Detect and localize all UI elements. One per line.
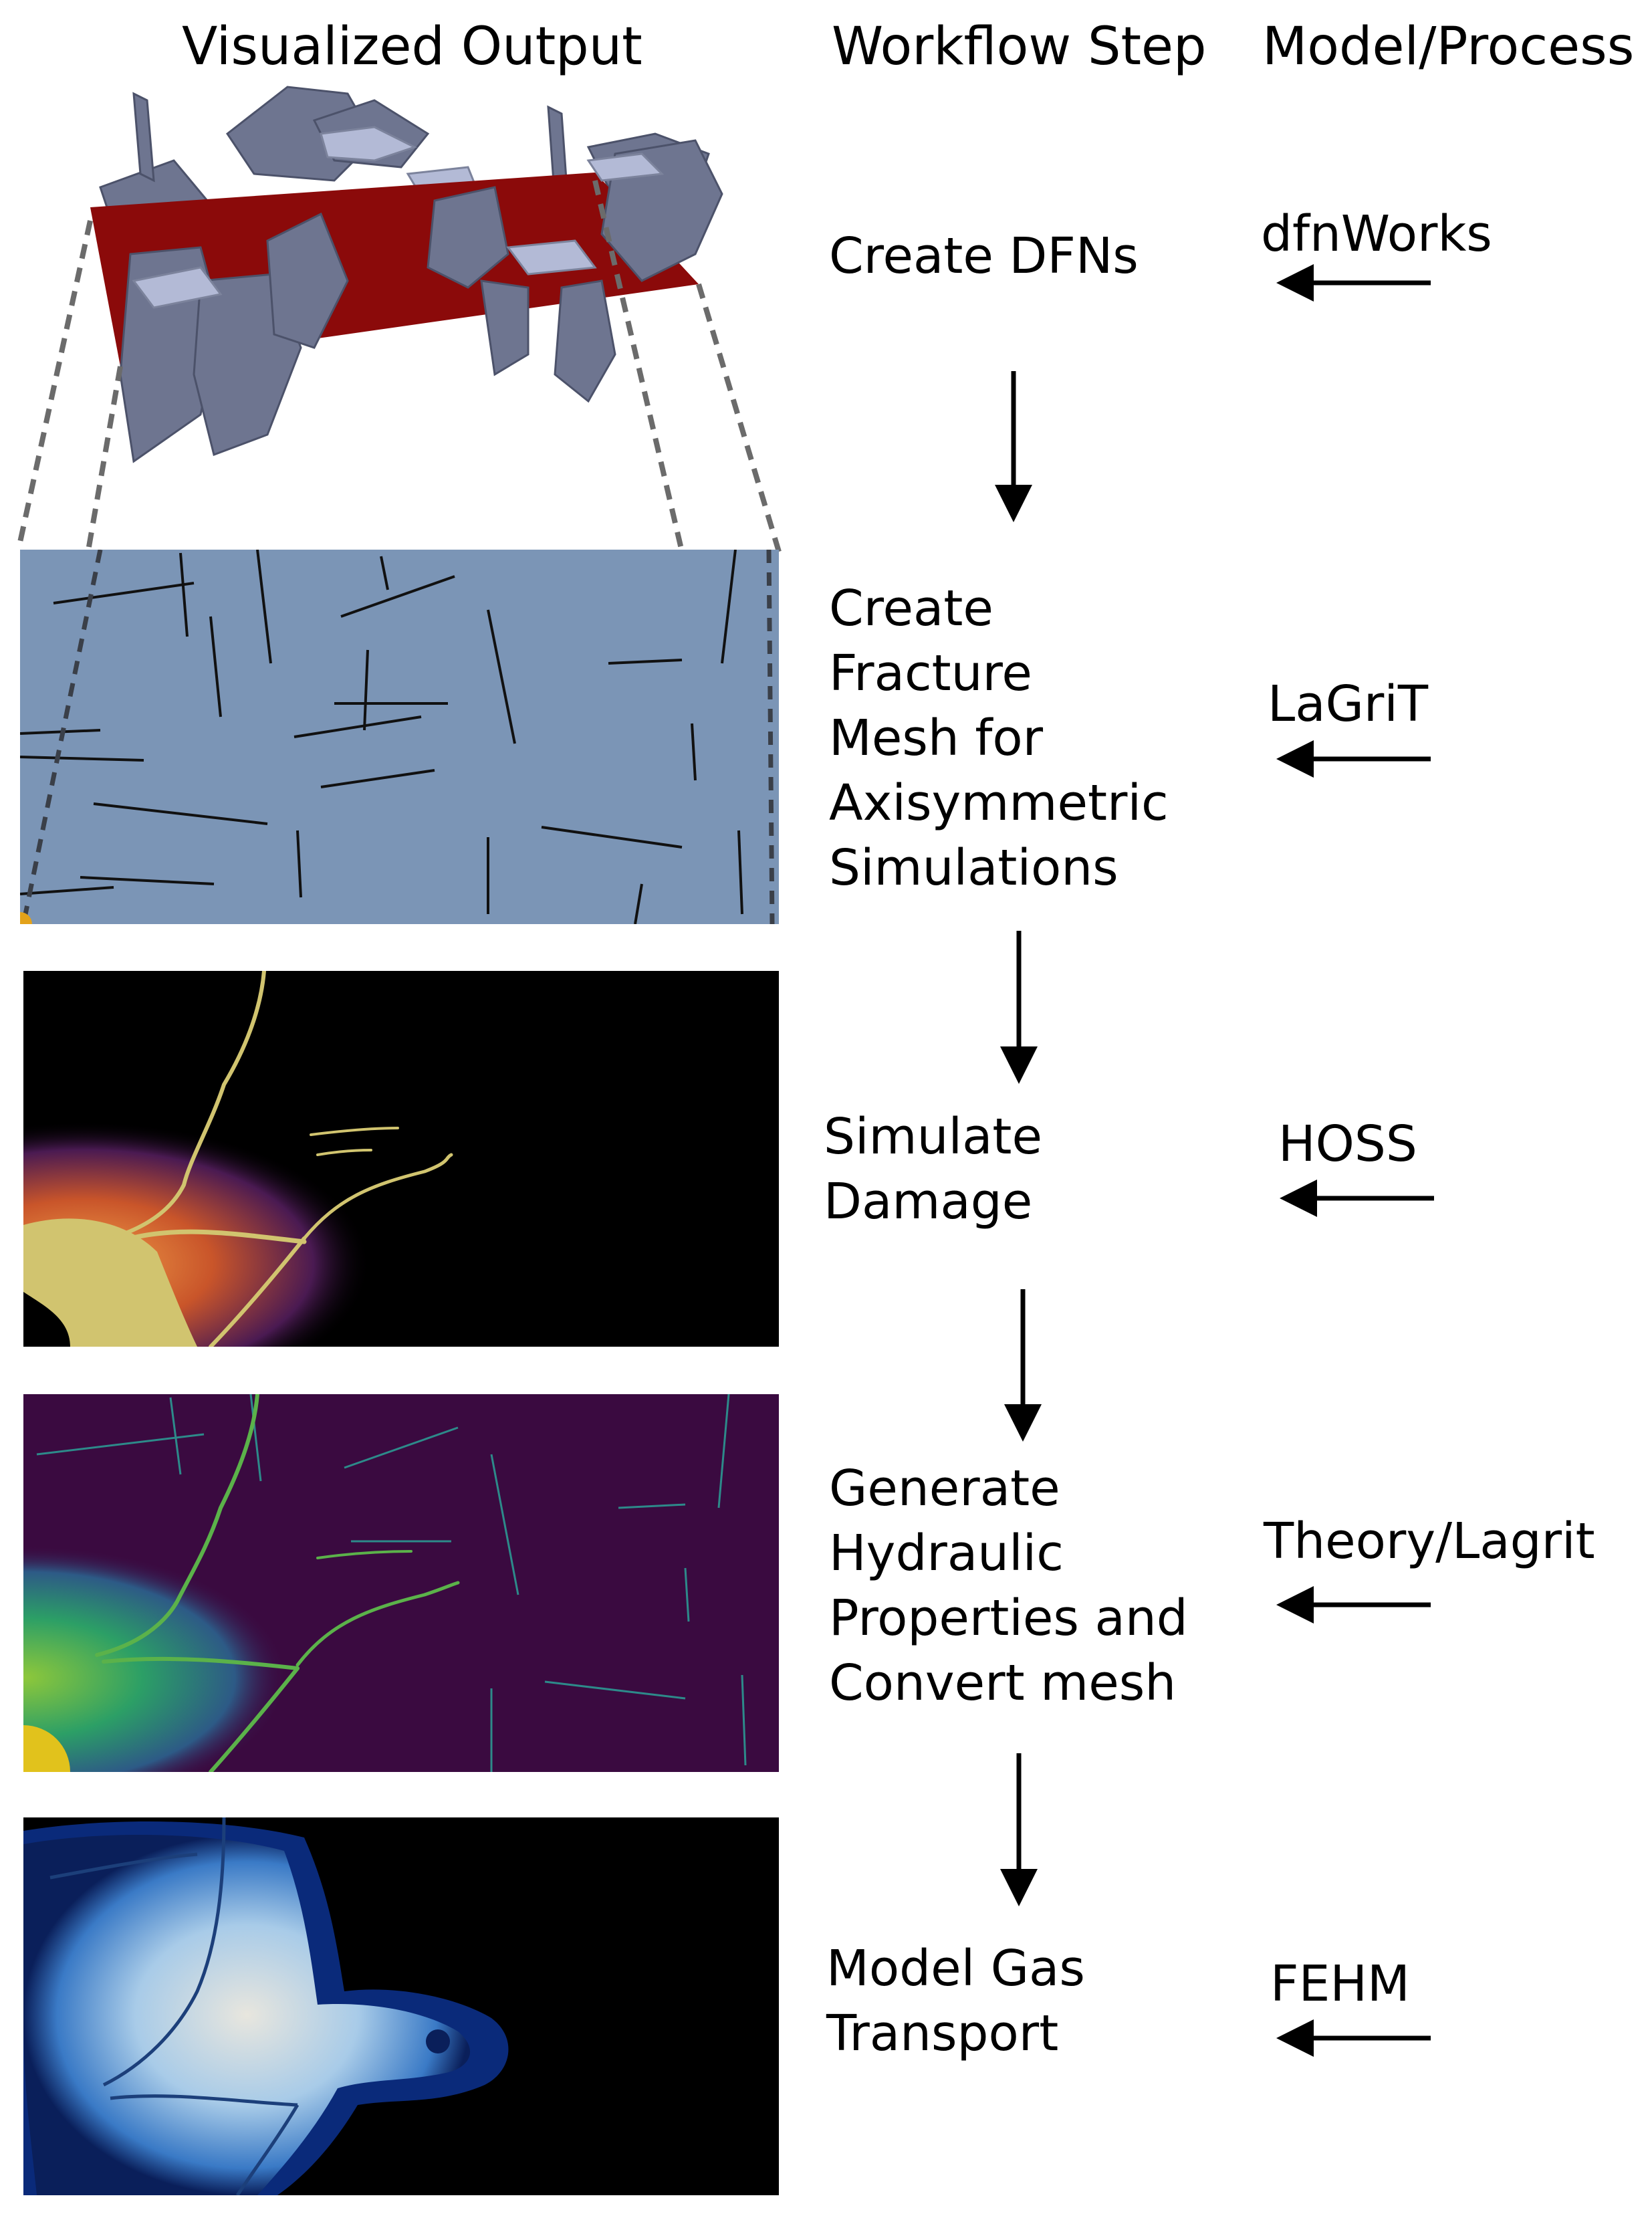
hydraulic-panel (23, 1394, 779, 1772)
tool-lagrit: LaGriT (1268, 675, 1429, 733)
zoom-guides-mesh (21, 550, 775, 924)
step-model-gas-transport: Model Gas Transport (826, 1940, 1085, 2062)
step-create-fracture-mesh: Create Fracture Mesh for Axisymmetric Si… (829, 580, 1169, 897)
tool-hoss: HOSS (1278, 1115, 1417, 1173)
mesh-fractures (20, 550, 743, 924)
step-create-dfns: Create DFNs (829, 227, 1139, 285)
hydraulic-fractures (36, 1394, 747, 1772)
zoom-guides (16, 180, 782, 555)
tool-theory-lagrit: Theory/Lagrit (1264, 1513, 1595, 1570)
tool-fehm: FEHM (1270, 1955, 1410, 2013)
gas-plume (23, 1835, 471, 2195)
header-visualized-output: Visualized Output (182, 17, 642, 77)
hydraulic-cracks (95, 1394, 460, 1772)
fracture-mesh-panel (20, 550, 779, 924)
damage-cracks (108, 971, 453, 1347)
tool-dfnworks: dfnWorks (1261, 205, 1492, 263)
gas-transport-panel (23, 1817, 779, 2195)
header-workflow-step: Workflow Step (832, 17, 1207, 77)
step-generate-hydraulic-properties: Generate Hydraulic Properties and Conver… (829, 1460, 1188, 1712)
step-simulate-damage: Simulate Damage (824, 1108, 1042, 1230)
dfn-fractures-front (119, 139, 723, 463)
dfn-3d-panel (16, 86, 782, 555)
dfn-fractures-front-light (132, 152, 665, 309)
damage-zone (23, 1218, 197, 1347)
gas-fracture-lines (49, 1817, 300, 2195)
header-model-process: Model/Process (1262, 17, 1635, 77)
damage-panel (23, 971, 779, 1347)
